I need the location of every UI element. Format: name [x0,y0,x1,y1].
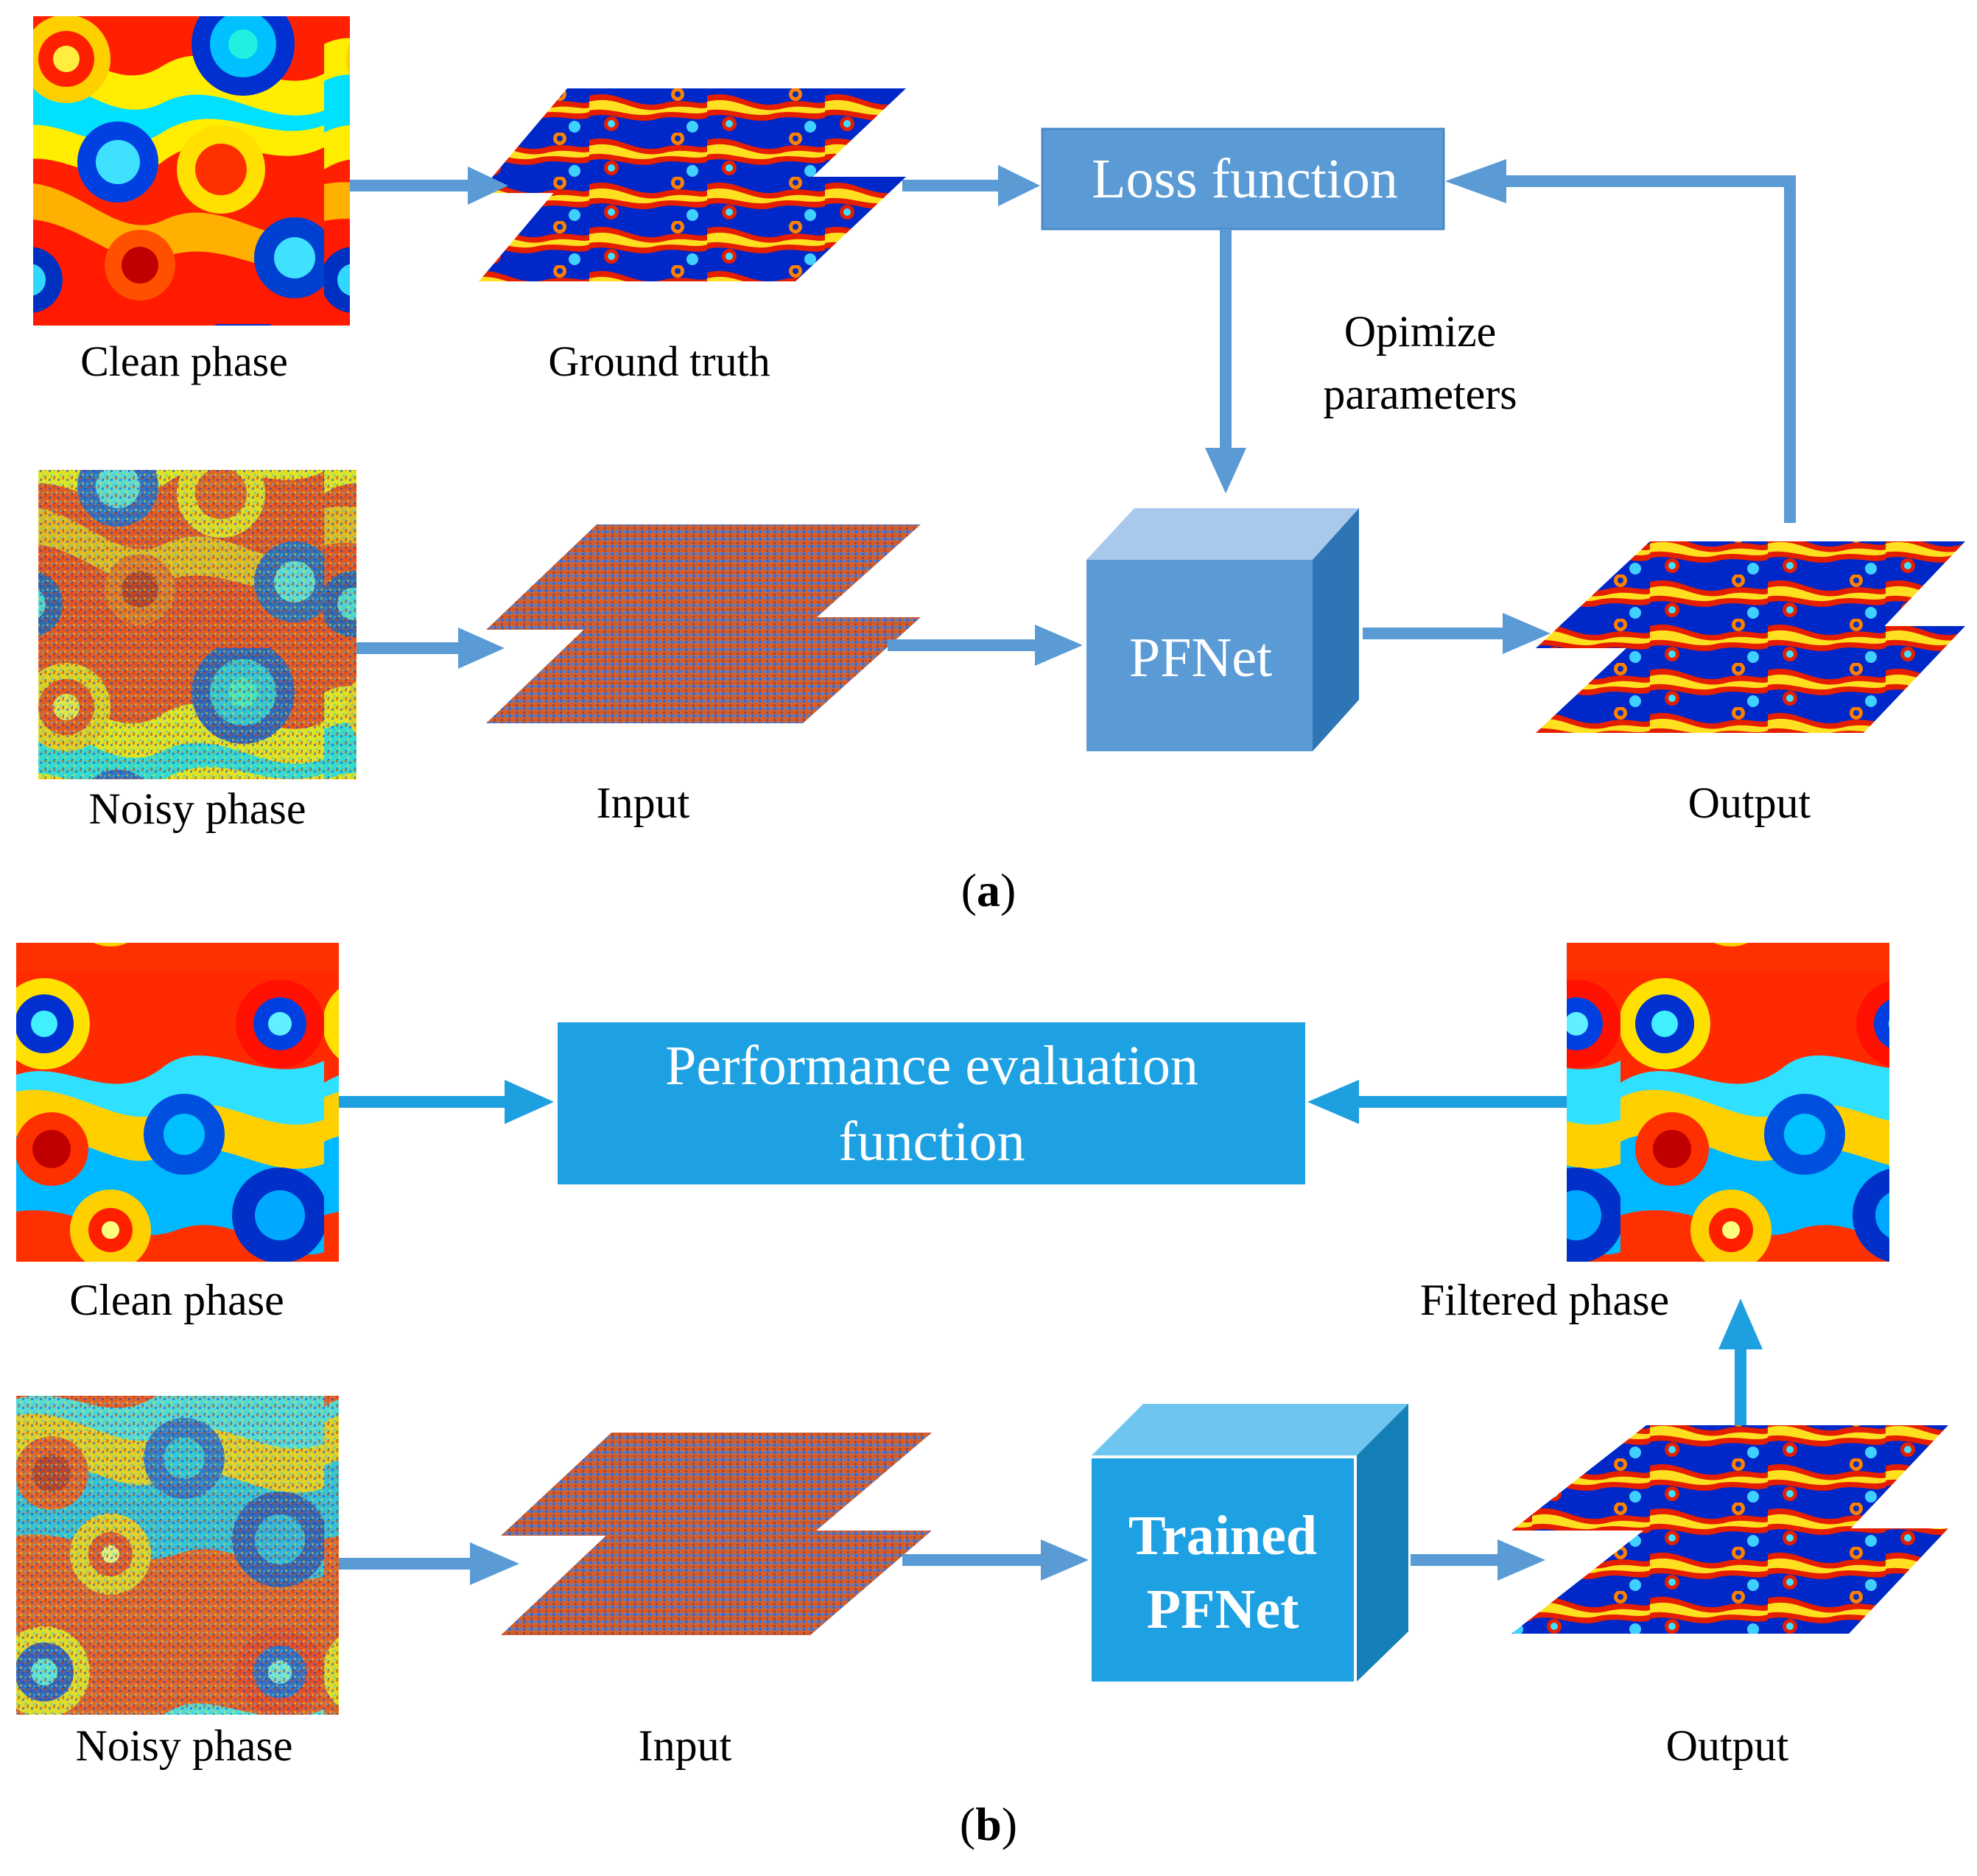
loss-function-box [1041,127,1445,231]
loss-function-label: Loss function [1092,148,1398,210]
optimize-label-line2: parameters [1323,370,1517,418]
arrows-b [339,1080,1763,1425]
filtered-phase-image [1567,943,1889,1262]
ground-truth-label: Ground truth [548,337,770,385]
trained-pfnet-line1: Trained [1128,1505,1317,1567]
clean-phase-label-a: Clean phase [80,337,288,385]
filtered-phase-label: Filtered phase [1420,1276,1669,1324]
arrows-b-row2 [339,1539,1545,1585]
clean-phase-label-b: Clean phase [69,1276,284,1324]
output-label-a: Output [1688,779,1811,827]
input-sheets-a [486,524,921,723]
performance-evaluation-box [558,1022,1305,1184]
clean-phase-image-a [33,16,350,326]
noisy-phase-image-a [38,470,357,779]
noisy-phase-label-b: Noisy phase [76,1721,293,1770]
trained-pfnet-line2: PFNet [1147,1578,1299,1640]
arrows-a [350,159,1796,669]
noisy-phase-image-b [16,1396,339,1715]
input-label-a: Input [597,779,690,827]
output-sheets-a [1536,541,1965,733]
caption-b: (b) [960,1798,1017,1850]
caption-b-letter: b [975,1798,1002,1850]
caption-a: (a) [961,864,1016,916]
performance-evaluation-line1: Performance evaluation [665,1035,1198,1097]
output-label-b: Output [1666,1721,1789,1770]
caption-a-letter: a [977,864,1000,916]
input-label-b: Input [639,1721,732,1770]
performance-evaluation-line2: function [838,1111,1025,1173]
output-sheets-b [1511,1425,1948,1634]
pfnet-label: PFNet [1129,627,1272,689]
clean-phase-image-b [16,943,339,1262]
optimize-label-line1: Opimize [1344,307,1497,356]
input-sheets-b [501,1433,932,1635]
trained-pfnet-cube [1089,1404,1408,1684]
pfnet-cube [1086,508,1359,751]
ground-truth-sheets [479,88,906,281]
noisy-phase-label-a: Noisy phase [89,784,306,833]
